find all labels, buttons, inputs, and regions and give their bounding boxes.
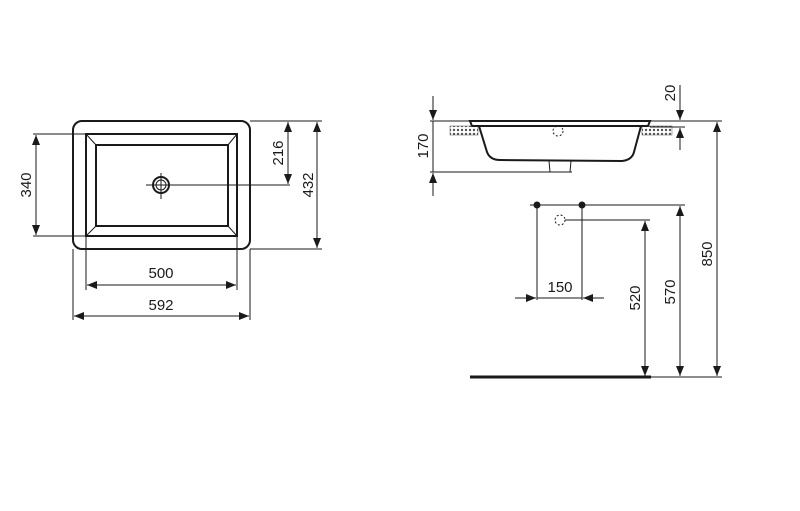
- dim-label-520: 520: [627, 285, 644, 310]
- side-extension-lines: [430, 120, 722, 378]
- side-view: 170 20 850 150 520 570: [415, 85, 722, 379]
- basin-bowl-side: [478, 125, 642, 163]
- waste-connection-icon: [554, 214, 566, 226]
- basin-rim: [468, 120, 652, 127]
- dim-label-500: 500: [148, 265, 173, 282]
- dim-label-20: 20: [662, 85, 679, 102]
- dim-label-150: 150: [547, 279, 572, 296]
- dim-label-216: 216: [270, 140, 287, 165]
- extension-lines: [33, 120, 322, 320]
- tap-connection-right: [578, 201, 586, 209]
- bowl-corner-lines: [85, 133, 238, 237]
- tap-connection-left: [533, 201, 541, 209]
- waste-spigot: [548, 160, 572, 173]
- dim-label-850: 850: [699, 241, 716, 266]
- dim-label-170: 170: [415, 133, 432, 158]
- dim-label-570: 570: [662, 279, 679, 304]
- countertop-left: [449, 125, 479, 136]
- dim-label-432: 432: [300, 172, 317, 197]
- side-dimension-lines: [429, 85, 721, 376]
- overflow-hole-icon: [552, 125, 564, 137]
- countertop-right: [641, 125, 673, 136]
- dim-label-592: 592: [148, 297, 173, 314]
- dimension-lines: [32, 122, 321, 320]
- drain-icon: [146, 173, 176, 199]
- dim-label-340: 340: [18, 172, 35, 197]
- top-view: 340 216 432 500 592: [18, 120, 322, 320]
